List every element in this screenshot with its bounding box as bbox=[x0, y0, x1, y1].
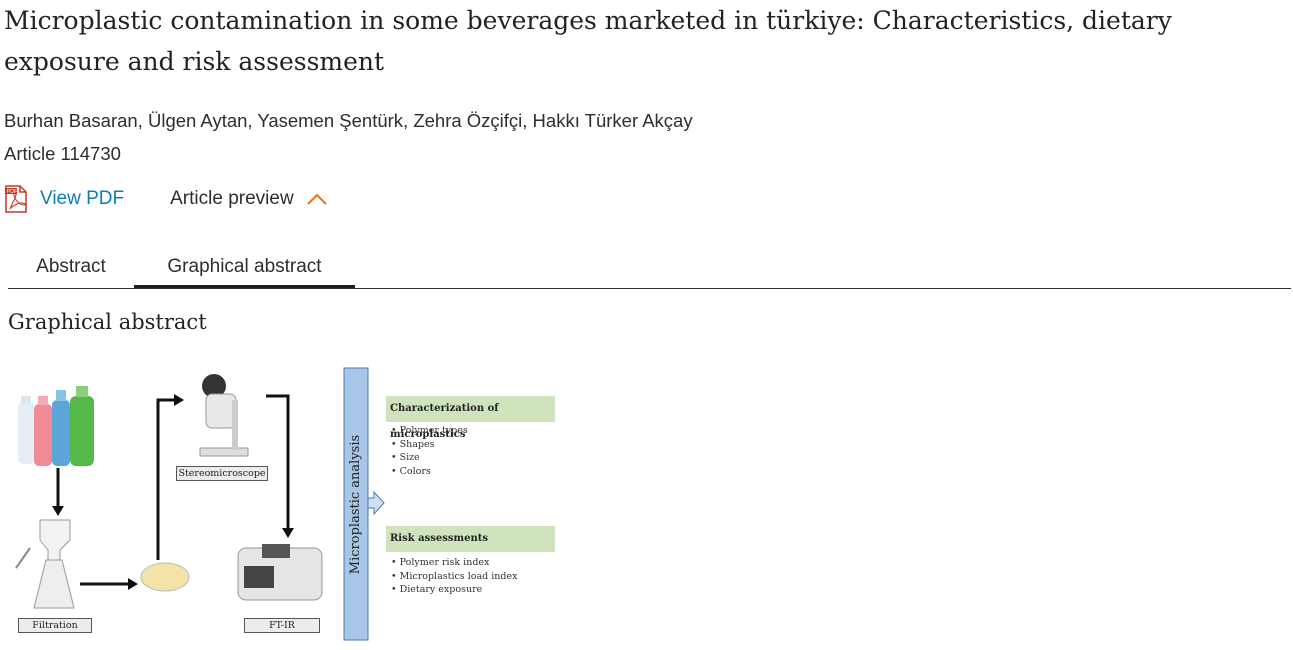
petri-dish-image bbox=[140, 562, 190, 592]
risk-assessment-list: • Polymer risk index • Microplastics loa… bbox=[391, 556, 517, 597]
filtration-label: Filtration bbox=[18, 618, 92, 633]
list-item: • Polymer types bbox=[391, 425, 468, 436]
view-pdf-link[interactable]: PDF View PDF bbox=[4, 185, 124, 213]
list-item: • Polymer risk index bbox=[391, 557, 490, 568]
characterization-box: Characterization of microplastics bbox=[386, 396, 555, 440]
stereomicroscope-label: Stereomicroscope bbox=[176, 466, 268, 481]
list-item: • Microplastics load index bbox=[391, 570, 518, 582]
filtration-apparatus-image bbox=[15, 519, 75, 609]
risk-assessment-box: Risk assessments bbox=[386, 526, 555, 552]
article-preview-toggle[interactable]: Article preview bbox=[170, 188, 328, 210]
pdf-icon: PDF bbox=[5, 185, 27, 213]
list-item: • Dietary exposure bbox=[391, 584, 483, 595]
article-number: Article 114730 bbox=[4, 143, 121, 164]
abstract-tabs: Abstract Graphical abstract bbox=[8, 252, 1291, 289]
list-item: • Shapes bbox=[391, 438, 435, 450]
article-title[interactable]: Microplastic contamination in some bever… bbox=[4, 6, 1172, 76]
characterization-list: • Polymer types • Shapes • Size • Colors bbox=[391, 424, 468, 478]
microplastic-analysis-label: Microplastic analysis bbox=[348, 434, 364, 574]
article-actions: PDF View PDF Article preview bbox=[4, 184, 328, 214]
svg-text:PDF: PDF bbox=[7, 189, 19, 195]
view-pdf-label: View PDF bbox=[40, 188, 125, 209]
tab-abstract[interactable]: Abstract bbox=[36, 256, 106, 277]
chevron-up-icon bbox=[306, 193, 327, 205]
microplastic-analysis-bar bbox=[343, 367, 369, 641]
tab-graphical-abstract[interactable]: Graphical abstract bbox=[134, 252, 355, 288]
beverage-bottles-image bbox=[18, 386, 94, 466]
list-item: • Size bbox=[391, 452, 420, 463]
section-heading: Graphical abstract bbox=[8, 310, 207, 334]
graphical-abstract-figure: Filtration Stereomicroscope FT-IR Microp… bbox=[0, 360, 600, 650]
stereomicroscope-image bbox=[199, 374, 249, 457]
list-item: • Colors bbox=[391, 465, 431, 477]
author-list: Burhan Basaran, Ülgen Aytan, Yasemen Şen… bbox=[4, 110, 693, 131]
article-preview-label: Article preview bbox=[170, 188, 294, 209]
ftir-instrument-image bbox=[237, 544, 323, 601]
ftir-label: FT-IR bbox=[244, 618, 320, 633]
